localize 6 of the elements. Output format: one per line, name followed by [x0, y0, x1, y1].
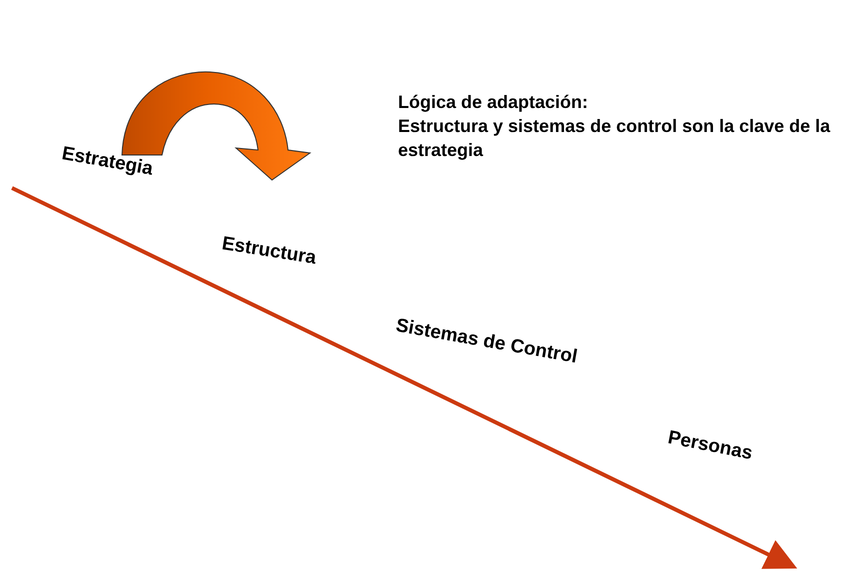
stage-label: Sistemas de Control: [394, 314, 580, 370]
stage-label: Estrategia: [60, 142, 155, 182]
stage-label: Personas: [665, 426, 755, 466]
note-text: Estructura y sistemas de control son la clave de la estrategia: [398, 115, 832, 162]
stage-label: Estructura: [220, 232, 318, 271]
title: Lógica de adaptación:: [398, 91, 590, 114]
